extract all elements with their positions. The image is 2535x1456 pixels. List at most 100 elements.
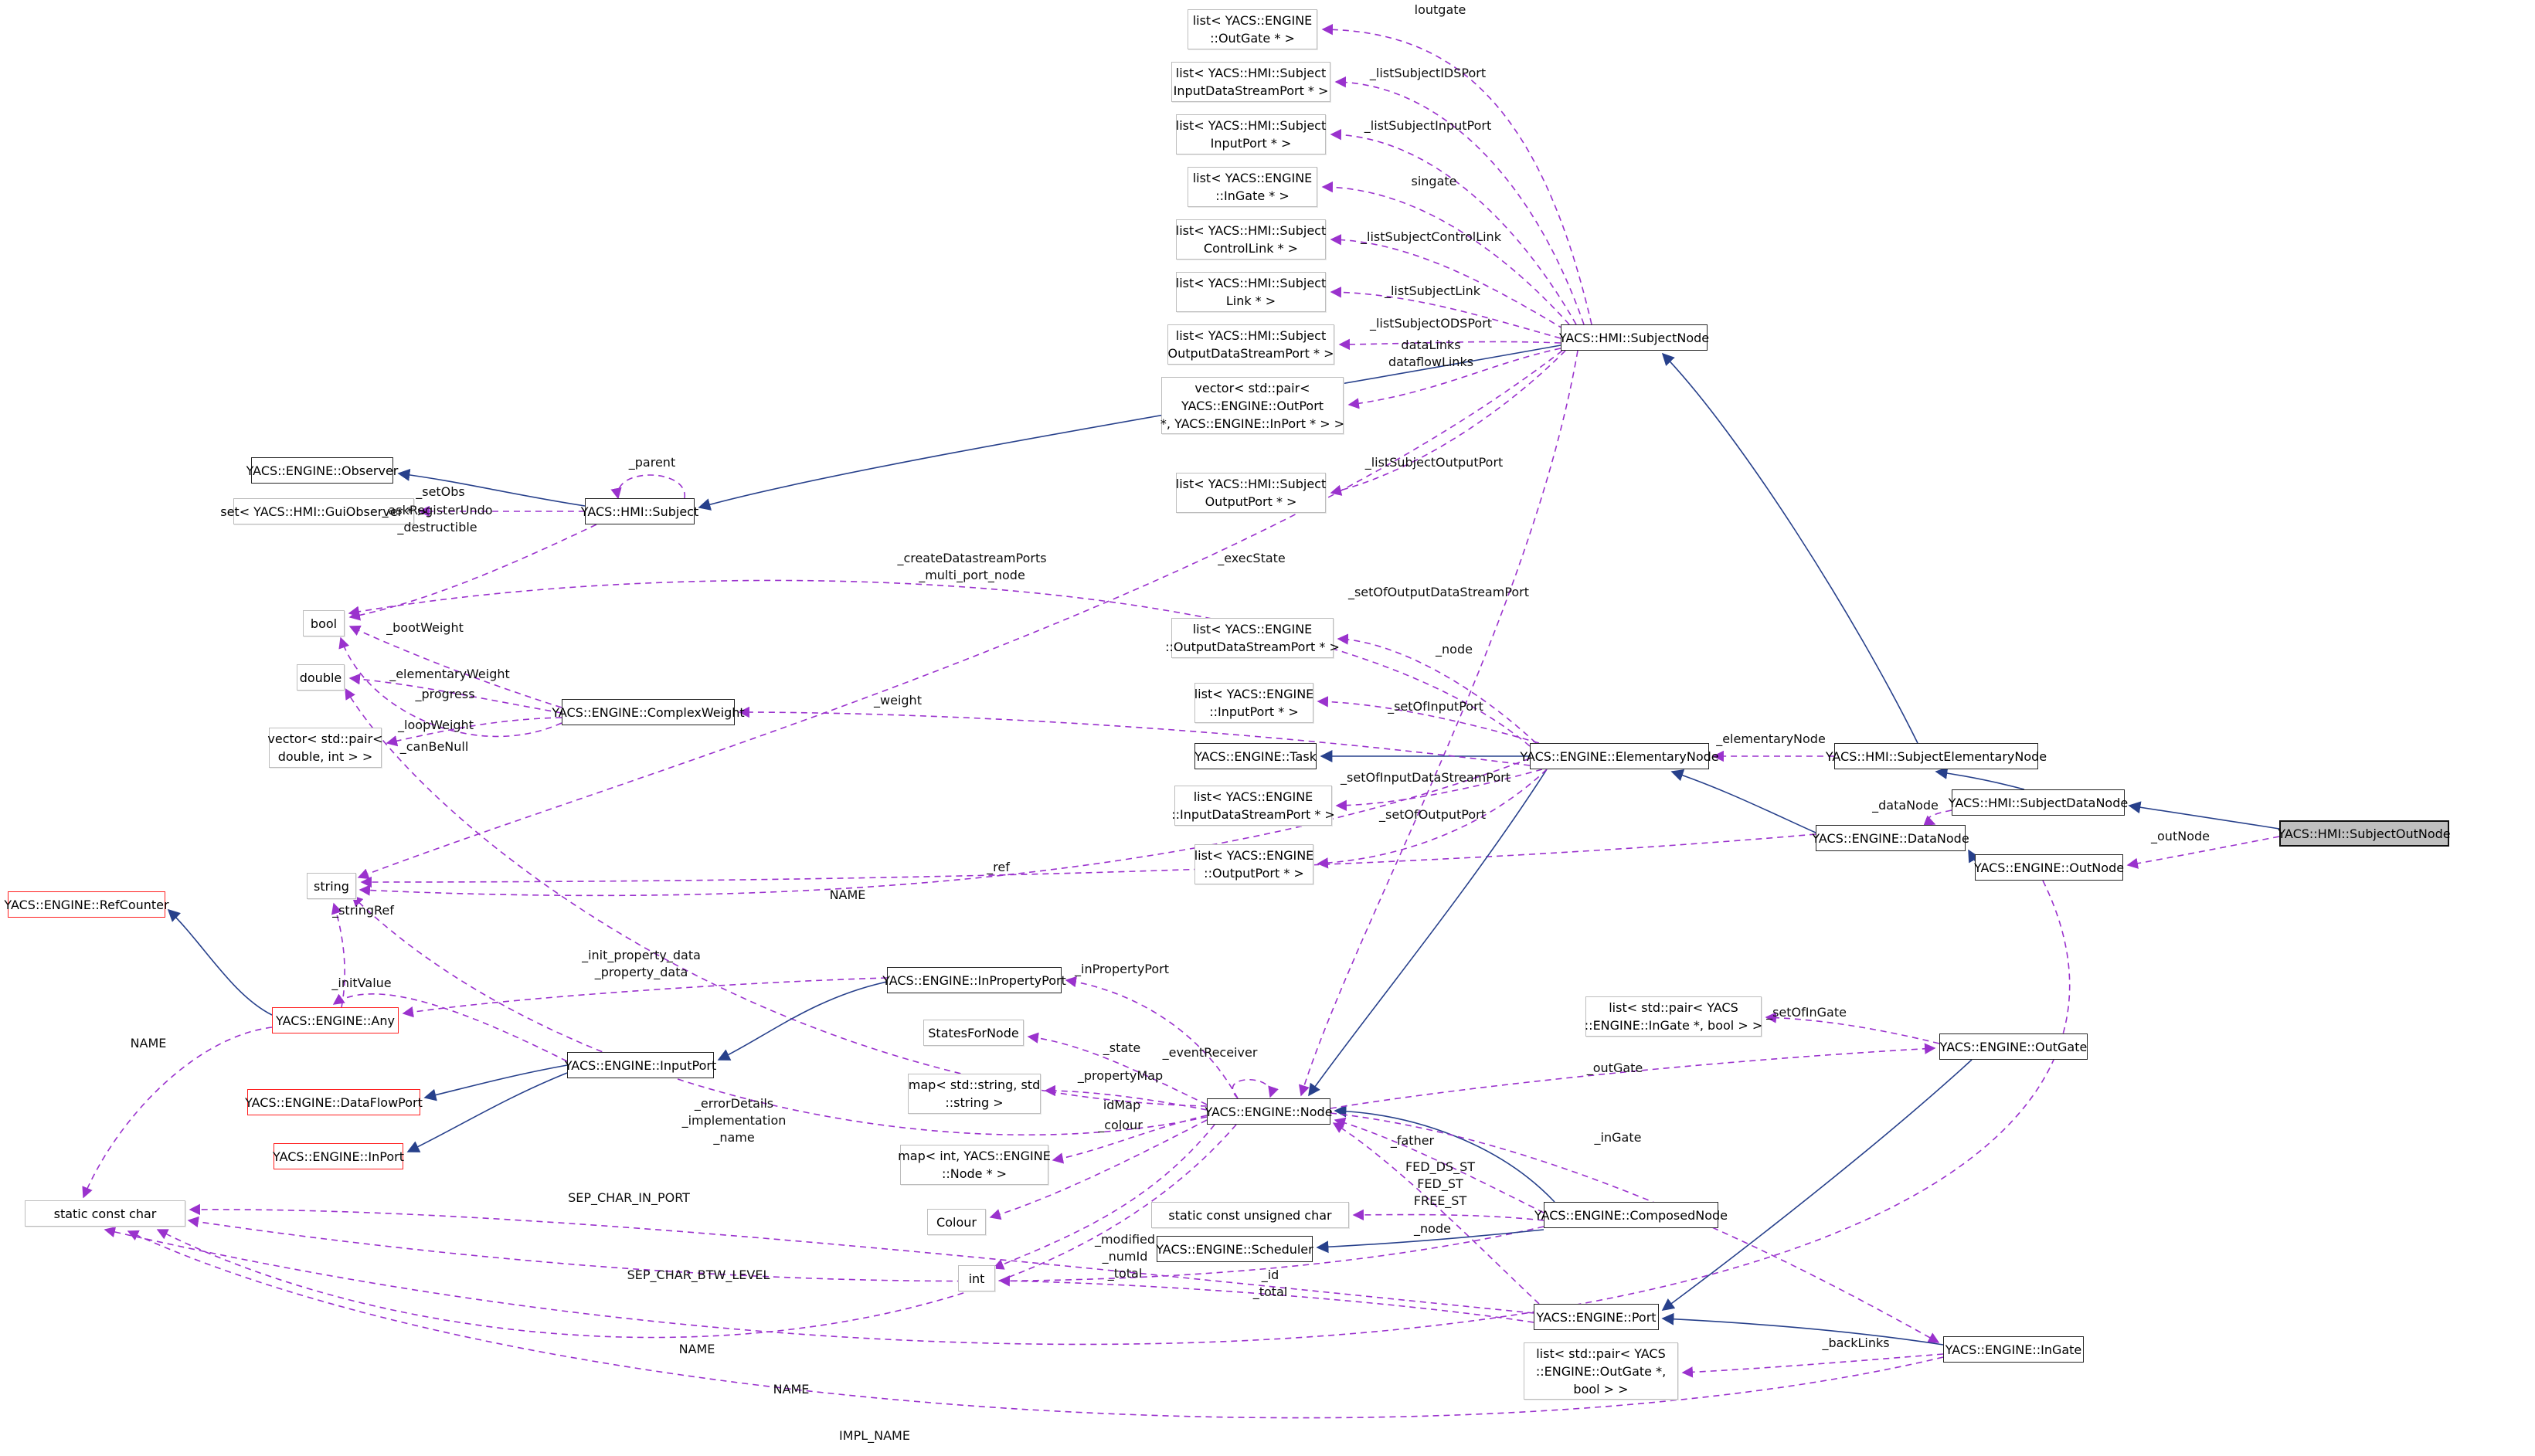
edge-label-line: _setOfInGate: [1766, 1005, 1847, 1020]
edge-label-_colour: _colour: [1098, 1117, 1143, 1134]
edge-label-line: _listSubjectControlLink: [1361, 229, 1501, 244]
edge-label-loutgate: loutgate: [1415, 2, 1466, 19]
class-box-inport[interactable]: YACS::ENGINE::InPort: [273, 1143, 404, 1169]
usage-edge-28: [189, 1203, 1534, 1314]
edge-label-line: idMap: [1103, 1098, 1141, 1112]
class-box-port[interactable]: YACS::ENGINE::Port: [1534, 1304, 1659, 1330]
edge-label-_listSubjectLink: _listSubjectLink: [1385, 283, 1480, 300]
box-label-line: double: [299, 670, 342, 685]
edge-label-line: _elementaryWeight: [389, 667, 510, 681]
usage-edge-55: [1317, 769, 1548, 869]
box-label-line: YACS::ENGINE::DataFlowPort: [245, 1095, 423, 1110]
edge-label-line: _node: [1436, 642, 1473, 657]
usage-edge-42: [1352, 1209, 1544, 1221]
edge-label-line: NAME: [829, 888, 866, 902]
class-box-task[interactable]: YACS::ENGINE::Task: [1194, 743, 1317, 769]
box-label-line: list< YACS::ENGINE: [1192, 13, 1313, 28]
edge-label-_weight: _weight: [874, 692, 922, 709]
type-box-list-pair-ingate-bool: list< std::pair< YACS::ENGINE::InGate *,…: [1585, 996, 1762, 1037]
usage-edge-27: [82, 1027, 273, 1199]
type-box-colour: Colour: [927, 1209, 986, 1235]
box-label-line: InputPort * >: [1210, 136, 1292, 151]
usage-edge-48: [1065, 976, 1239, 1099]
type-box-list-engine-inputport: list< YACS::ENGINE::InputPort * >: [1194, 683, 1313, 723]
edge-label-line: _outNode: [2151, 829, 2210, 843]
edge-label-NAME: NAME: [830, 887, 866, 904]
class-box-scheduler[interactable]: YACS::ENGINE::Scheduler: [1156, 1236, 1313, 1262]
edge-label-line: _destructible: [397, 520, 477, 535]
box-label-line: list< YACS::HMI::Subject: [1175, 276, 1327, 290]
box-label-line: list< YACS::ENGINE: [1192, 171, 1313, 185]
usage-edge-0: [1321, 23, 1592, 325]
edge-label-singate: singate: [1412, 173, 1457, 190]
type-box-vector-pair-outport-inport: vector< std::pair<YACS::ENGINE::OutPort*…: [1160, 377, 1345, 434]
class-box-datanode[interactable]: YACS::ENGINE::DataNode: [1812, 825, 1969, 851]
usage-edge-16: [345, 687, 1208, 1107]
class-box-outgate[interactable]: YACS::ENGINE::OutGate: [1939, 1033, 2088, 1060]
usage-edge-40: [1334, 1117, 1544, 1213]
edge-label-_stringRef: _stringRef: [332, 902, 394, 919]
edge-label-IMPL_NAME: IMPL_NAME: [839, 1427, 910, 1444]
edge-label-_state: _state: [1103, 1040, 1141, 1057]
type-box-string: string: [307, 873, 356, 899]
class-box-subjectelementarynode[interactable]: YACS::HMI::SubjectElementaryNode: [1826, 743, 2047, 769]
edge-label-line: _askRegisterUndo: [382, 503, 493, 518]
box-label-line: YACS::ENGINE::Node: [1205, 1104, 1333, 1119]
usage-edge-39: [1232, 1079, 1279, 1099]
usage-edge-26: [402, 977, 888, 1018]
inheritance-edge-63: [1670, 769, 1816, 833]
edge-label-_listSubjectODSPort: _listSubjectODSPort: [1370, 315, 1492, 332]
usage-edge-21: [360, 833, 1816, 888]
usage-edge-54: [1335, 769, 1543, 812]
edge-label-line: _createDatastreamPorts: [897, 551, 1047, 565]
box-label-line: YACS::HMI::SubjectNode: [1558, 330, 1710, 345]
edge-label-_init_property_data-_property_data: _init_property_data_property_data: [582, 947, 701, 981]
edge-label-_inGate: _inGate: [1595, 1129, 1642, 1146]
edge-label-line: _bootWeight: [386, 620, 464, 635]
class-box-dataflowport[interactable]: YACS::ENGINE::DataFlowPort: [245, 1089, 423, 1115]
edge-label-_listSubjectControlLink: _listSubjectControlLink: [1361, 229, 1501, 246]
box-label-line: double, int > >: [277, 749, 373, 764]
class-box-inputport[interactable]: YACS::ENGINE::InputPort: [565, 1052, 716, 1078]
class-box-outnode[interactable]: YACS::ENGINE::OutNode: [1974, 854, 2124, 881]
box-label-line: map< int, YACS::ENGINE: [898, 1149, 1051, 1163]
class-box-inpropertyport[interactable]: YACS::ENGINE::InPropertyPort: [882, 967, 1066, 993]
class-box-observer[interactable]: YACS::ENGINE::Observer: [246, 457, 398, 484]
box-label-line: YACS::ENGINE::ComposedNode: [1534, 1207, 1728, 1223]
edge-label-_outGate: _outGate: [1587, 1060, 1643, 1077]
box-label-line: *, YACS::ENGINE::InPort * > >: [1160, 416, 1345, 431]
class-box-complexweight[interactable]: YACS::ENGINE::ComplexWeight: [552, 699, 745, 725]
edge-label-line: dataLinks: [1401, 338, 1461, 352]
class-box-subjectdatanode[interactable]: YACS::HMI::SubjectDataNode: [1949, 789, 2128, 816]
class-box-node[interactable]: YACS::ENGINE::Node: [1205, 1098, 1333, 1125]
class-box-any[interactable]: YACS::ENGINE::Any: [272, 1007, 399, 1033]
edge-label-line: _weight: [874, 693, 922, 708]
edge-label-_createDatastreamPorts-_multi_port_node: _createDatastreamPorts_multi_port_node: [897, 550, 1046, 584]
box-label-line: map< std::string, std: [908, 1078, 1041, 1092]
usage-edge-1: [1334, 76, 1585, 325]
edge-label-_setOfOutputPort: _setOfOutputPort: [1379, 806, 1486, 823]
class-box-elementarynode[interactable]: YACS::ENGINE::ElementaryNode: [1520, 743, 1719, 769]
box-label-line: ::OutputPort * >: [1204, 866, 1304, 881]
box-label-line: YACS::ENGINE::Any: [276, 1013, 395, 1028]
box-label-line: YACS::ENGINE::ElementaryNode: [1520, 748, 1719, 764]
class-box-composednode[interactable]: YACS::ENGINE::ComposedNode: [1534, 1202, 1728, 1228]
edge-label-line: IMPL_NAME: [839, 1428, 910, 1443]
box-label-line: InputDataStreamPort * >: [1173, 83, 1329, 98]
edge-label-line: _setOfInputDataStreamPort: [1341, 770, 1510, 785]
class-box-ingate[interactable]: YACS::ENGINE::InGate: [1943, 1336, 2084, 1363]
inheritance-edge-50: [1308, 769, 1548, 1097]
class-box-subject[interactable]: YACS::HMI::Subject: [581, 498, 698, 524]
edge-label-NAME: NAME: [773, 1381, 810, 1398]
class-box-refcounter[interactable]: YACS::ENGINE::RefCounter: [4, 891, 169, 918]
usage-edge-20: [351, 894, 1208, 1136]
edge-label-_listSubjectIDSPort: _listSubjectIDSPort: [1370, 65, 1486, 82]
edge-label-line: NAME: [773, 1382, 810, 1397]
class-box-subjectnode[interactable]: YACS::HMI::SubjectNode: [1558, 324, 1710, 351]
edge-label-line: _id: [1261, 1268, 1279, 1282]
usage-edge-4: [1330, 234, 1565, 330]
edge-label-line: NAME: [130, 1036, 167, 1050]
